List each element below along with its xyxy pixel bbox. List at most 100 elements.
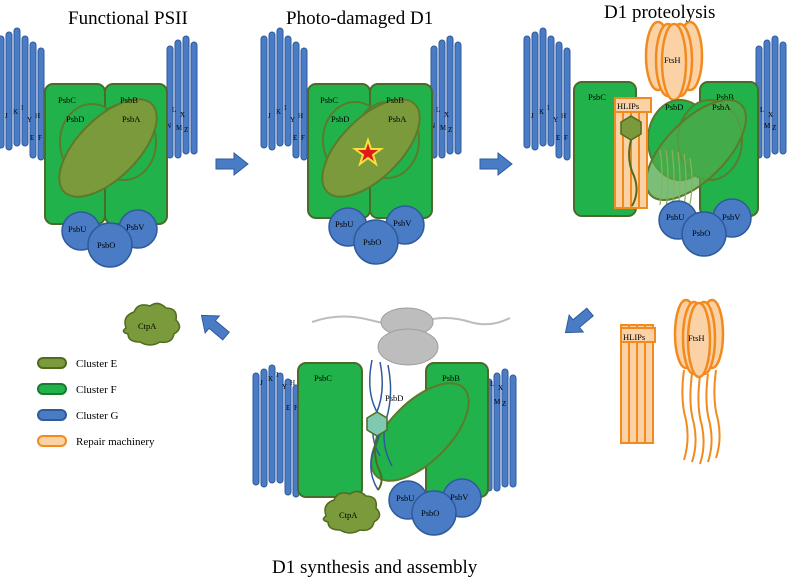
psbc-block <box>297 362 363 498</box>
svg-text:K: K <box>539 108 544 116</box>
psbd-label: PsbD <box>331 114 349 124</box>
arrow-up-left <box>200 314 230 341</box>
svg-text:N: N <box>166 122 171 130</box>
psbu-label: PsbU <box>68 224 86 234</box>
legend-swatch <box>37 435 67 447</box>
panel-title: D1 proteolysis <box>604 2 715 23</box>
svg-text:Y: Y <box>553 116 558 124</box>
psbv-label: PsbV <box>722 212 741 222</box>
small-subunits-right <box>166 35 198 159</box>
svg-text:E: E <box>286 404 290 412</box>
ctpa-cloud-icon: CtpA <box>322 490 381 534</box>
svg-text:E: E <box>30 134 34 142</box>
svg-text:M: M <box>176 124 183 132</box>
psbo-circle <box>87 222 133 268</box>
arrow-down-left <box>564 307 594 334</box>
svg-text:I: I <box>547 104 550 112</box>
svg-text:I: I <box>284 104 287 112</box>
psbu-label: PsbU <box>335 219 353 229</box>
psbd-label: PsbD <box>665 102 683 112</box>
psbo-circle <box>681 211 727 257</box>
svg-text:J: J <box>531 112 534 120</box>
psbd-ellipse <box>370 382 470 482</box>
psbu-label: PsbU <box>396 493 414 503</box>
psbv-label: PsbV <box>393 218 412 228</box>
svg-text:F: F <box>301 134 305 142</box>
svg-text:K: K <box>13 108 18 116</box>
svg-text:H: H <box>290 379 295 387</box>
svg-text:I: I <box>276 371 279 379</box>
legend: Cluster E Cluster F Cluster G Repair machin… <box>37 357 155 448</box>
svg-text:M: M <box>764 122 771 130</box>
svg-text:E: E <box>293 134 297 142</box>
svg-text:J: J <box>268 112 271 120</box>
psba-label: PsbA <box>122 114 141 124</box>
legend-swatch <box>37 357 67 369</box>
panel-d1-proteolysis: D1 proteolysis JKI YH EF LX NMZ PsbC Psb… <box>523 2 787 257</box>
svg-text:J: J <box>5 112 8 120</box>
svg-text:X: X <box>768 111 773 119</box>
hlips-free: HLIPs <box>620 324 656 444</box>
svg-text:Z: Z <box>772 124 776 132</box>
panel-title: D1 synthesis and assembly <box>272 557 478 578</box>
psba-label: PsbA <box>388 114 407 124</box>
svg-text:L: L <box>172 106 176 114</box>
psbo-circle <box>411 490 457 536</box>
panel-photodamaged-d1: Photo-damaged D1 JKI YH EF LX NMZ PsbC P… <box>260 8 462 265</box>
svg-text:M: M <box>440 124 447 132</box>
svg-text:L: L <box>436 106 440 114</box>
ftsh-label: FtsH <box>664 55 681 65</box>
legend-swatch <box>37 383 67 395</box>
hlips-label: HLIPs <box>617 101 639 111</box>
svg-text:H: H <box>298 112 303 120</box>
svg-text:F: F <box>564 134 568 142</box>
nascent-d1-chain <box>366 359 393 491</box>
svg-text:F: F <box>294 404 298 412</box>
svg-text:F: F <box>38 134 42 142</box>
svg-text:Y: Y <box>27 116 32 124</box>
panel-d1-synthesis: JKI YH EF LX NMZ PsbC PsbB PsbD PsbU Psb… <box>252 307 517 578</box>
psbd-label: PsbD <box>385 393 403 403</box>
svg-text:H: H <box>35 112 40 120</box>
legend-label: Cluster G <box>76 410 119 422</box>
psbo-label: PsbO <box>363 237 381 247</box>
legend-label: Cluster F <box>76 384 117 396</box>
svg-text:I: I <box>21 104 24 112</box>
svg-text:Y: Y <box>290 116 295 124</box>
legend-swatch <box>37 409 67 421</box>
panel-title: Functional PSII <box>68 8 188 29</box>
arrow-right-2 <box>479 152 513 176</box>
psbb-label: PsbB <box>120 95 138 105</box>
psba-label: PsbA <box>712 102 731 112</box>
svg-text:L: L <box>490 380 494 388</box>
panel-title: Photo-damaged D1 <box>286 8 433 29</box>
ftsh-top: FtsH <box>644 20 704 102</box>
psbv-label: PsbV <box>126 222 145 232</box>
psbb-label: PsbB <box>386 95 404 105</box>
ctpa-free-cloud-icon: CtpA <box>122 302 181 346</box>
svg-text:Z: Z <box>448 126 452 134</box>
legend-label: Cluster E <box>76 358 118 370</box>
svg-text:L: L <box>760 106 764 114</box>
hlips-bundle: HLIPs <box>614 97 652 209</box>
psbo-label: PsbO <box>421 508 439 518</box>
svg-text:E: E <box>556 134 560 142</box>
ftsh-label: FtsH <box>688 333 705 343</box>
svg-text:K: K <box>268 375 273 383</box>
psbc-label: PsbC <box>320 95 338 105</box>
svg-text:Y: Y <box>282 383 287 391</box>
legend-label: Repair machinery <box>76 436 155 448</box>
ftsh-free: FtsH <box>673 298 725 465</box>
pigment-hexagon-icon <box>620 115 642 141</box>
svg-text:Z: Z <box>184 126 188 134</box>
psbc-label: PsbC <box>314 373 332 383</box>
psbo-circle <box>353 219 399 265</box>
released-repair-machinery: HLIPs FtsH <box>620 298 725 465</box>
psbd-label: PsbD <box>66 114 84 124</box>
svg-text:X: X <box>180 111 185 119</box>
hlips-label: HLIPs <box>623 332 645 342</box>
svg-text:M: M <box>494 398 501 406</box>
psbu-label: PsbU <box>666 212 684 222</box>
